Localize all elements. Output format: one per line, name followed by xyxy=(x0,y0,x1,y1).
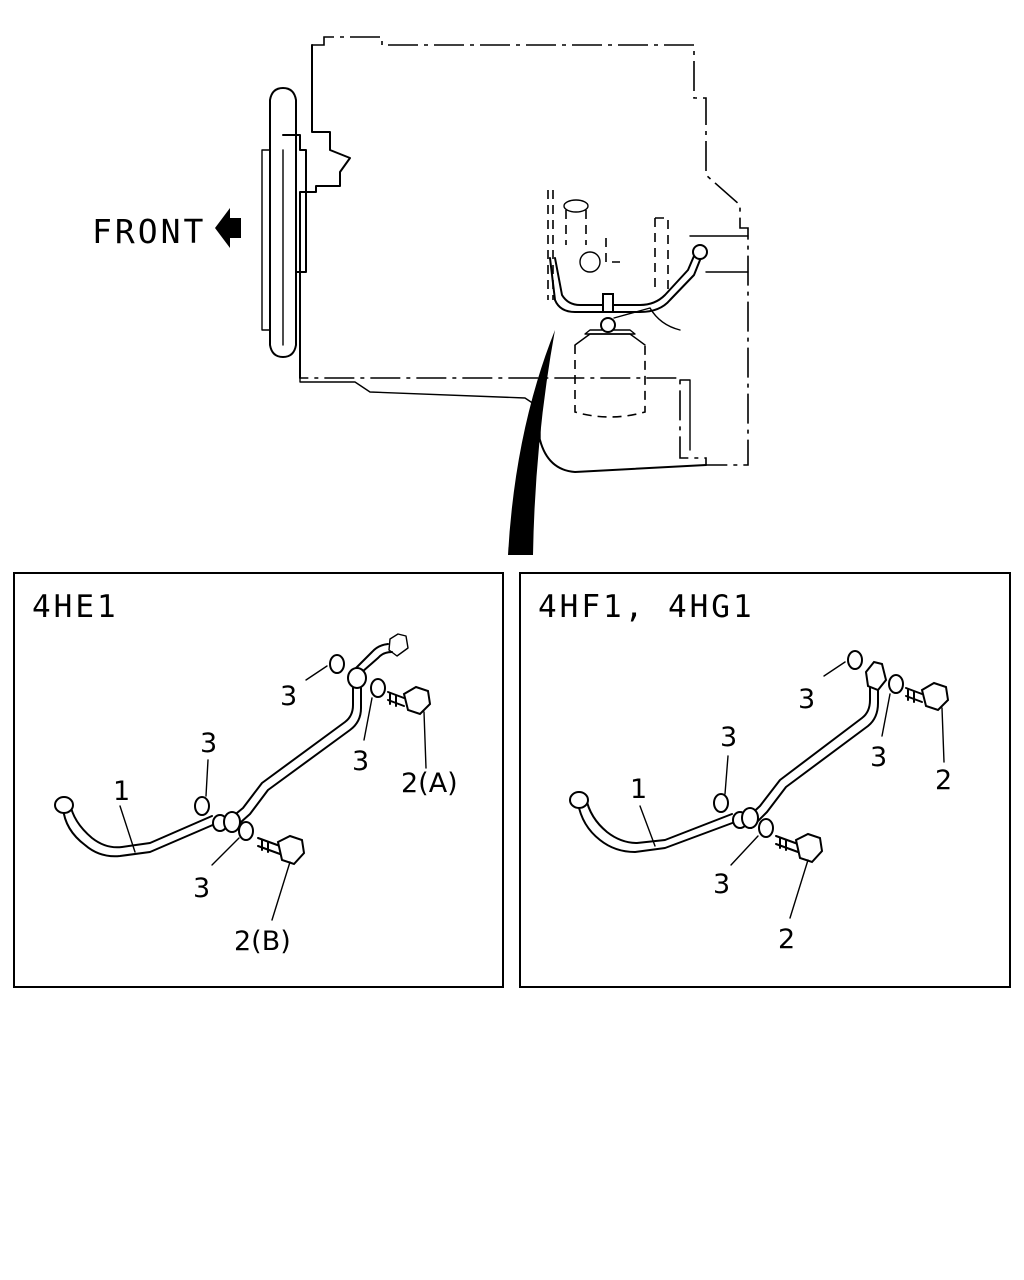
washer xyxy=(847,650,863,670)
washer xyxy=(223,811,241,833)
bolt xyxy=(775,832,824,864)
overview-pipe xyxy=(549,217,749,333)
zoom-leader xyxy=(508,330,555,555)
washer xyxy=(741,807,759,829)
oil-pipe xyxy=(54,633,409,858)
callout-pipe: 1 xyxy=(630,774,647,805)
panel-title: 4HF1, 4HG1 xyxy=(538,589,755,625)
washer xyxy=(194,796,210,816)
washer xyxy=(238,821,254,841)
panel-title: 4HE1 xyxy=(32,589,119,625)
callout-washer: 3 xyxy=(720,722,737,753)
callout-bolt-a: 2 xyxy=(935,765,952,796)
radiator xyxy=(261,87,307,358)
washer xyxy=(713,793,729,813)
callout-bolt-a: 2(A) xyxy=(401,768,458,799)
washer xyxy=(758,818,774,838)
front-label: FRONT xyxy=(92,212,206,251)
front-arrow-icon xyxy=(215,208,241,248)
callout-washer: 3 xyxy=(870,742,887,773)
callout-bolt-b: 2 xyxy=(778,924,795,955)
oil-filler-cap xyxy=(547,190,620,300)
washer xyxy=(370,678,386,698)
oil-filter xyxy=(574,329,646,418)
callout-washer: 3 xyxy=(713,869,730,900)
panel-4he1: 4HE1 xyxy=(13,572,504,988)
callout-washer: 3 xyxy=(193,873,210,904)
bolt xyxy=(257,834,306,866)
engine-overview: FRONT xyxy=(92,36,749,555)
callout-washer: 3 xyxy=(798,684,815,715)
callout-bolt-b: 2(B) xyxy=(234,926,291,957)
bolt xyxy=(905,681,950,712)
callout-washer: 3 xyxy=(352,746,369,777)
bolt xyxy=(387,685,432,716)
panel-4hf1-4hg1: 4HF1, 4HG1 xyxy=(519,572,1011,988)
callout-washer: 3 xyxy=(280,681,297,712)
engine-block-outline xyxy=(300,36,749,466)
washer xyxy=(888,674,904,694)
callout-pipe: 1 xyxy=(113,776,130,807)
washer xyxy=(329,654,345,674)
callout-washer: 3 xyxy=(200,728,217,759)
